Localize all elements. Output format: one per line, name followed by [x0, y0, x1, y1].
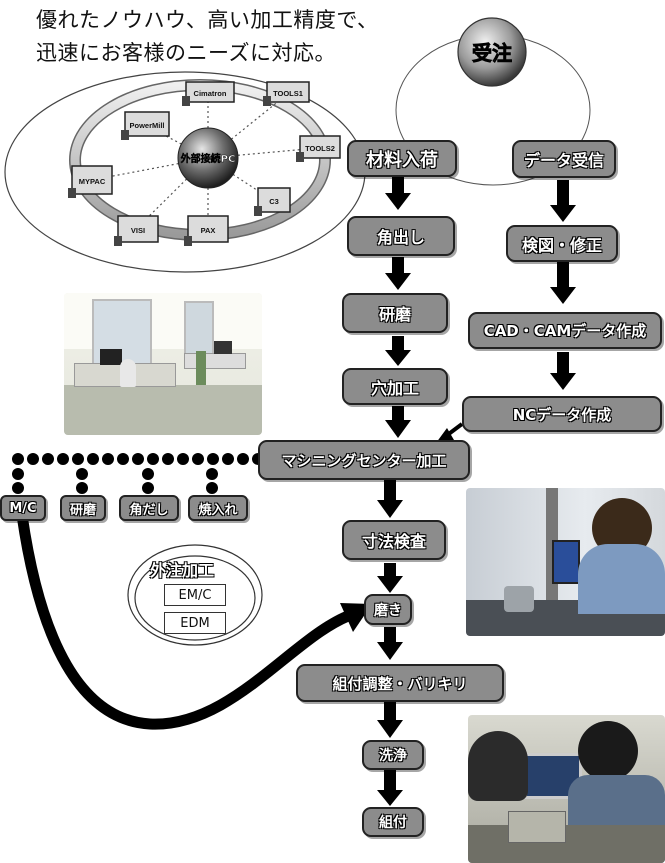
assembly-photo	[468, 715, 665, 863]
branch-hardening: 焼入れ	[188, 495, 248, 521]
step-assembly-adjust: 組付調整・バリキリ	[296, 664, 504, 702]
network-node-c3-icon	[254, 187, 291, 216]
branch-mc: M/C	[0, 495, 46, 521]
step-check-fix: 検図・修正	[506, 225, 618, 262]
outsource-title: 外注加工	[150, 561, 215, 580]
network-node-powermill-icon	[121, 111, 170, 140]
branch-dotted-line	[12, 453, 264, 494]
step-cad-cam: CAD・CAMデータ作成	[468, 312, 662, 349]
order-sphere	[457, 17, 527, 87]
inspection-photo	[466, 488, 665, 636]
step-dimension-inspection: 寸法検査	[342, 520, 446, 560]
outsource-ellipse-inner	[134, 555, 256, 641]
step-squaring: 角出し	[347, 216, 455, 256]
step-polishing: 磨き	[364, 594, 412, 625]
step-cleaning: 洗浄	[362, 740, 424, 770]
step-material-arrival: 材料入荷	[347, 140, 457, 177]
network-node-cimatron-icon	[182, 81, 235, 106]
network-node-visi-icon	[114, 215, 159, 246]
branch-grinding: 研磨	[60, 495, 106, 521]
headline-line-1: 優れたノウハウ、高い加工精度で、	[36, 8, 379, 32]
outsource-item-emc: EM/C	[164, 584, 226, 606]
step-nc-data: NCデータ作成	[462, 396, 662, 432]
step-data-receive: データ受信	[512, 140, 616, 178]
flow-arrows	[377, 177, 576, 806]
office-photo	[64, 293, 262, 435]
step-assembly: 組付	[362, 807, 424, 837]
step-machining-center: マシニングセンター加工	[258, 440, 470, 480]
step-grinding: 研磨	[342, 293, 448, 333]
network-node-mypac-icon	[68, 165, 113, 198]
nc-to-machining-arrow	[436, 422, 464, 443]
branch-squaring: 角だし	[119, 495, 179, 521]
hub-sphere	[177, 127, 239, 189]
network-node-pax-icon	[184, 215, 229, 246]
network-node-tools1-icon	[263, 81, 310, 106]
network-node-tools2-icon	[296, 135, 341, 162]
headline-line-2: 迅速にお客様のニーズに対応。	[36, 41, 336, 65]
step-drilling: 穴加工	[342, 368, 448, 405]
mc-to-polish-arrow	[16, 514, 351, 730]
outsource-item-edm: EDM	[164, 612, 226, 634]
